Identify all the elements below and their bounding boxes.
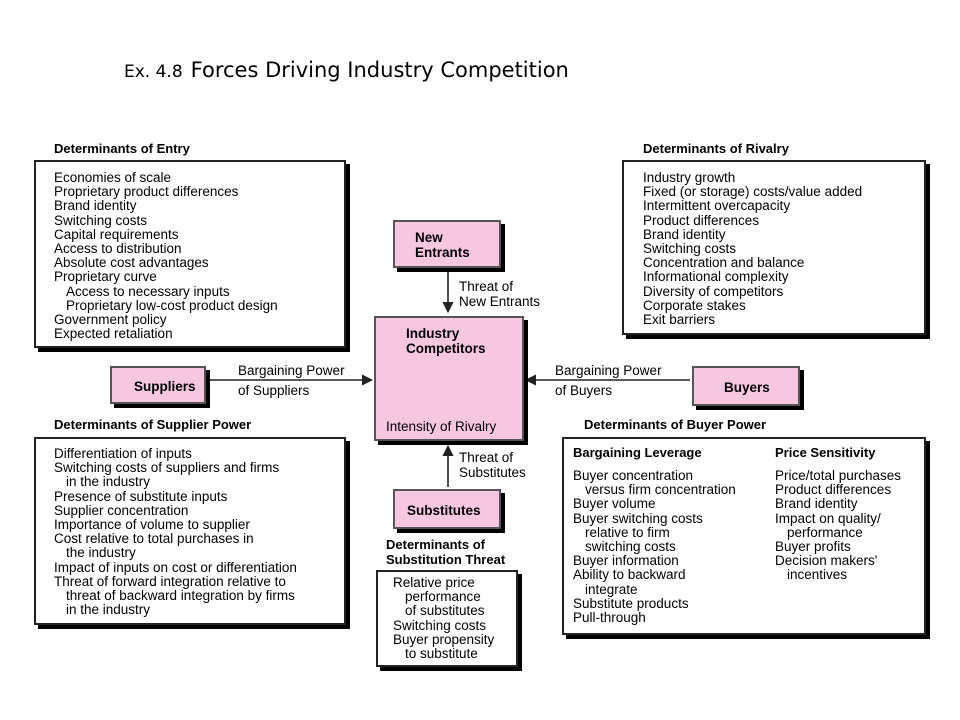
list-item: Buyer concentration xyxy=(573,468,694,483)
entry-box xyxy=(34,160,346,348)
title-text: Forces Driving Industry Competition xyxy=(190,58,569,82)
new-entrants-line-2: Entrants xyxy=(415,245,470,260)
list-item: Buyer propensity xyxy=(393,631,495,647)
list-item: threat of backward integration by firms xyxy=(66,588,295,604)
leverage-header: Bargaining Leverage xyxy=(573,445,702,460)
list-item: Buyer profits xyxy=(775,539,851,555)
buyer-power-header: Determinants of Buyer Power xyxy=(584,417,767,432)
list-item: Substitute products xyxy=(573,595,689,611)
list-item: Government policy xyxy=(54,312,167,328)
list-item: Capital requirements xyxy=(54,226,179,242)
competitors-line-2: Competitors xyxy=(406,341,486,356)
substitution-list: Relative price performance of substitute… xyxy=(393,575,495,662)
list-item: Threat of forward integration relative t… xyxy=(54,573,286,589)
list-item: Relative price xyxy=(393,575,475,590)
list-item: Pull-through xyxy=(573,610,646,626)
list-item: Switching costs xyxy=(54,212,148,228)
list-item: performance xyxy=(405,589,481,605)
industry-competitors-box: Industry Competitors Intensity of Rivalr… xyxy=(374,316,524,441)
list-item: Brand identity xyxy=(54,198,137,214)
rivalry-header: Determinants of Rivalry xyxy=(643,141,789,156)
list-item: Informational complexity xyxy=(643,269,789,285)
list-item: integrate xyxy=(585,581,638,597)
list-item: Proprietary curve xyxy=(54,269,157,285)
rivalry-list: Industry growth Fixed (or storage) costs… xyxy=(643,170,863,328)
substitution-header: Determinants of Substitution Threat xyxy=(386,537,506,567)
list-item: Switching costs of suppliers and firms xyxy=(54,460,280,476)
list-item: Switching costs xyxy=(643,241,737,257)
supplier-power-label: Bargaining Power of Suppliers xyxy=(238,363,345,398)
list-item: in the industry xyxy=(66,474,151,490)
list-item: Ability to backward xyxy=(573,567,686,583)
new-entrants-line-1: New xyxy=(415,230,443,245)
substitutes-box: Substitutes xyxy=(393,489,501,529)
list-item: Economies of scale xyxy=(54,170,172,185)
threat-new-entrants-label: Threat of New Entrants xyxy=(459,279,541,309)
list-item: Buyer switching costs xyxy=(573,510,703,526)
list-item: Exit barriers xyxy=(643,312,716,328)
page-title: Ex. 4.8 Forces Driving Industry Competiti… xyxy=(124,58,569,82)
list-item: Impact on quality/ xyxy=(775,510,881,526)
threat-substitutes-label: Threat of Substitutes xyxy=(459,450,526,480)
list-item: Presence of substitute inputs xyxy=(54,488,228,504)
list-item: of substitutes xyxy=(405,603,485,619)
list-item: Absolute cost advantages xyxy=(54,255,209,271)
list-item: Differentiation of inputs xyxy=(54,446,192,461)
list-item: Impact of inputs on cost or differentiat… xyxy=(54,559,297,575)
rivalry-box xyxy=(622,160,926,335)
entry-list: Economies of scale Proprietary product d… xyxy=(54,170,278,342)
rivalry-intensity-label: Intensity of Rivalry xyxy=(386,419,497,434)
supplier-power-list: Differentiation of inputs Switching cost… xyxy=(54,446,297,618)
list-item: Cost relative to total purchases in xyxy=(54,531,254,547)
list-item: Buyer information xyxy=(573,553,679,569)
list-item: Diversity of competitors xyxy=(643,283,784,299)
list-item: incentives xyxy=(787,567,848,583)
list-item: the industry xyxy=(66,545,136,561)
list-item: Price/total purchases xyxy=(775,468,902,483)
competitors-line-1: Industry xyxy=(406,326,460,341)
list-item: Intermittent overcapacity xyxy=(643,198,791,214)
list-item: Product differences xyxy=(643,212,760,228)
list-item: Supplier concentration xyxy=(54,502,189,518)
list-item: versus firm concentration xyxy=(585,482,736,498)
list-item: Product differences xyxy=(775,482,892,498)
list-item: Decision makers' xyxy=(775,553,878,569)
list-item: Proprietary product differences xyxy=(54,184,239,200)
list-item: Access to necessary inputs xyxy=(66,283,230,299)
list-item: Brand identity xyxy=(643,226,726,242)
list-item: Concentration and balance xyxy=(643,255,805,271)
list-item: Corporate stakes xyxy=(643,297,746,313)
substitution-box xyxy=(376,570,518,667)
supplier-power-box xyxy=(34,437,346,625)
list-item: Industry growth xyxy=(643,170,736,185)
list-item: to substitute xyxy=(405,646,478,662)
exhibit-number: Ex. 4.8 xyxy=(124,62,183,82)
list-item: switching costs xyxy=(585,539,676,555)
buyer-power-label: Bargaining Power of Buyers xyxy=(555,363,662,398)
list-item: Proprietary low-cost product design xyxy=(66,297,278,313)
supplier-power-header: Determinants of Supplier Power xyxy=(54,417,252,432)
entry-header: Determinants of Entry xyxy=(54,141,190,156)
list-item: performance xyxy=(787,524,863,540)
sensitivity-header: Price Sensitivity xyxy=(775,445,876,460)
list-item: relative to firm xyxy=(585,524,670,540)
suppliers-box: Suppliers xyxy=(110,366,206,404)
list-item: Brand identity xyxy=(775,496,858,512)
list-item: Fixed (or storage) costs/value added xyxy=(643,184,863,200)
buyer-power-box xyxy=(562,437,926,635)
list-item: Access to distribution xyxy=(54,241,182,257)
list-item: Importance of volume to supplier xyxy=(54,517,250,533)
list-item: Buyer volume xyxy=(573,496,656,512)
new-entrants-box: New Entrants xyxy=(393,220,501,268)
list-item: Expected retaliation xyxy=(54,326,173,342)
leverage-list: Buyer concentration versus firm concentr… xyxy=(573,468,736,626)
buyers-box: Buyers xyxy=(692,366,800,406)
sensitivity-list: Price/total purchases Product difference… xyxy=(775,468,902,583)
list-item: in the industry xyxy=(66,602,151,618)
list-item: Switching costs xyxy=(393,617,487,633)
